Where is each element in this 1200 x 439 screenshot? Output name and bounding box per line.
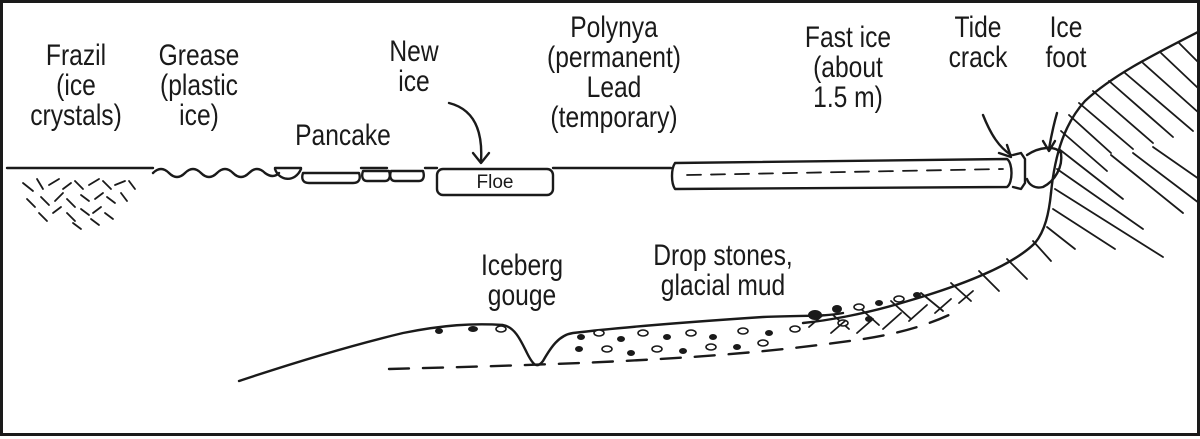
label-pancake: Pancake bbox=[295, 119, 391, 152]
diagram-drawing bbox=[5, 29, 1200, 383]
label-floe: Floe bbox=[476, 172, 514, 193]
arrows bbox=[447, 101, 1059, 165]
tide-crack-arrow bbox=[981, 113, 1013, 157]
frazil-crystals bbox=[22, 178, 136, 230]
new-ice-arrow bbox=[447, 101, 483, 163]
tide-crack-shape bbox=[1011, 151, 1027, 191]
seabed bbox=[237, 290, 974, 383]
floe-shape bbox=[435, 167, 555, 197]
label-drop-stones: Drop stones,glacial mud bbox=[653, 239, 793, 302]
ice-foot-arrow bbox=[1047, 111, 1059, 151]
fast-ice-slab bbox=[670, 157, 1013, 191]
pancake-ice bbox=[273, 167, 425, 185]
ice-foot-shape bbox=[1025, 146, 1063, 189]
label-polynya-lead: Polynya(permanent)Lead(temporary) bbox=[547, 11, 681, 134]
shore-cliff bbox=[801, 29, 1200, 330]
grease-ice-wave bbox=[151, 167, 281, 179]
